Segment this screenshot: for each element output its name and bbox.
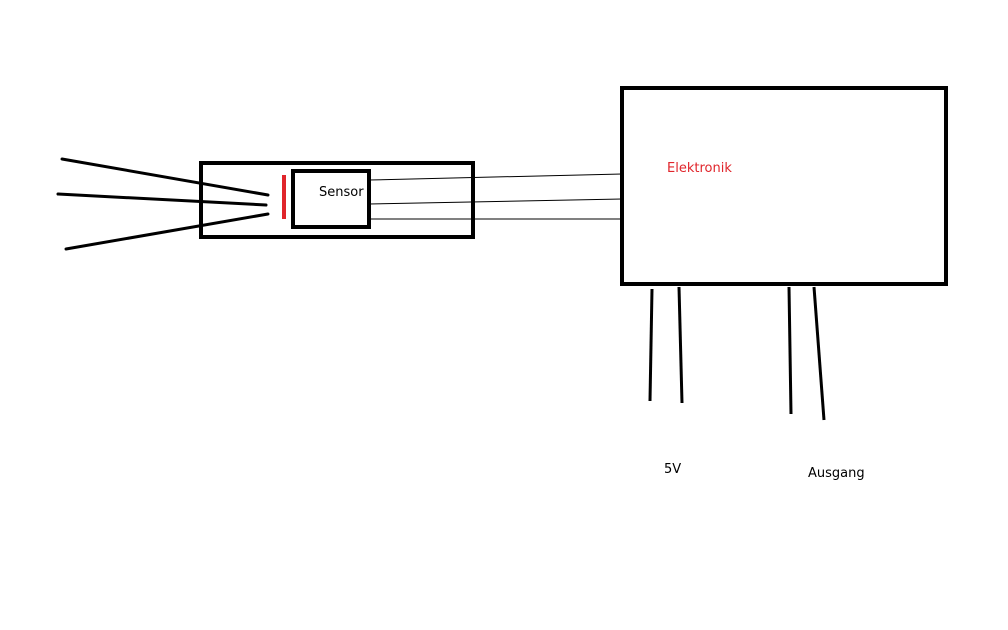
- sensor-housing: [199, 161, 475, 239]
- wire-2: [368, 198, 623, 205]
- sensor-wires: [368, 173, 623, 220]
- power-pin-1: [648, 288, 654, 402]
- output-pin-2: [812, 286, 826, 421]
- light-ray-bottom: [64, 212, 270, 251]
- output-pins: [787, 286, 826, 421]
- sensor-label: Sensor: [319, 185, 364, 200]
- electronics-box: [620, 86, 948, 286]
- electronics-label: Elektronik: [667, 161, 732, 176]
- sensor-chip: [291, 169, 371, 229]
- light-ray-top: [60, 157, 270, 197]
- wire-1: [368, 173, 623, 181]
- power-pin-2: [677, 286, 684, 404]
- power-label: 5V: [664, 462, 681, 477]
- power-pins: [648, 286, 684, 404]
- output-pin-1: [787, 286, 793, 415]
- output-label: Ausgang: [808, 466, 865, 481]
- light-rays: [56, 157, 270, 251]
- light-ray-middle: [56, 192, 268, 207]
